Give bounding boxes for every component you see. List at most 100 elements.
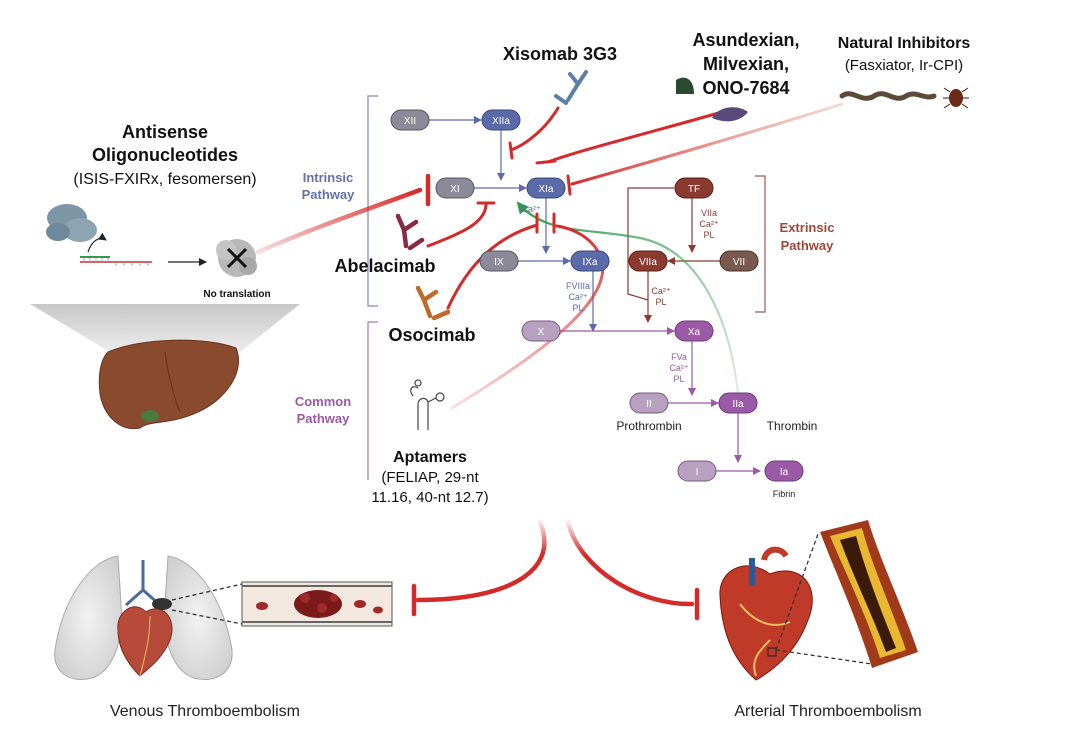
inhibition-lines: [255, 102, 844, 621]
cofactor-tf-viia-3: PL: [703, 230, 714, 240]
cofactor-viia-x-2: PL: [655, 297, 666, 307]
heart-icon: [719, 546, 813, 681]
no-translation-label: No translation: [203, 289, 270, 300]
factor-xii: XII: [390, 109, 430, 131]
cofactor-x-ii-1: FVa: [671, 352, 687, 362]
cofactor-x-ii-2: Ca²⁺: [669, 363, 689, 373]
osocimab-label: Osocimab: [388, 325, 475, 345]
svg-text:IXa: IXa: [582, 257, 597, 268]
factor-iia: IIa: [718, 392, 758, 414]
tick-icon: [943, 87, 969, 109]
venous-zoom-lines: [171, 583, 243, 625]
extrinsic-pathway-label-1: Extrinsic: [780, 220, 835, 235]
mrna-strand-icon: [80, 256, 152, 266]
svg-text:XI: XI: [450, 184, 459, 195]
arterial-zoom-lines: [775, 533, 873, 665]
xisomab-antibody-icon: [554, 70, 588, 105]
cofactor-ix-x-2: Ca²⁺: [568, 292, 588, 302]
cofactor-viia-x-1: Ca²⁺: [651, 286, 671, 296]
natural-inhibitors-sub: (Fasxiator, Ir-CPI): [845, 57, 963, 74]
intrinsic-bracket: [367, 95, 378, 307]
cascade-arrows: [429, 116, 761, 475]
arterial-label: Arterial Thromboembolism: [734, 703, 921, 720]
factor-tf: TF: [674, 177, 714, 199]
svg-text:XIa: XIa: [538, 184, 553, 195]
antisense-inhibition: [255, 187, 423, 255]
factor-ixa: IXa: [570, 250, 610, 272]
extrinsic-pathway-label-2: Pathway: [781, 238, 835, 253]
factor-xiia: XIIa: [481, 109, 521, 131]
artery-plaque-icon: [820, 520, 918, 668]
abelacimab-antibody-icon: [395, 213, 425, 251]
antisense-title-2: Oligonucleotides: [92, 145, 238, 165]
venous-inhibition: [415, 519, 547, 603]
arrow-tf-loop: [627, 187, 674, 301]
prothrombin-label: Prothrombin: [616, 419, 681, 433]
abelacimab-label: Abelacimab: [334, 256, 435, 276]
small-molecule-icon-purple: [712, 107, 748, 122]
factor-i: I: [677, 460, 717, 482]
thrombin-label: Thrombin: [767, 419, 818, 433]
liver-icon: [30, 304, 300, 430]
common-pathway-label-2: Pathway: [297, 411, 351, 426]
lungs-heart-icon: [54, 555, 233, 680]
antisense-binding-arrow: [87, 232, 107, 253]
svg-text:IX: IX: [494, 257, 504, 268]
factor-ia: Ia: [764, 460, 804, 482]
factor-xa: Xa: [674, 320, 714, 342]
arterial-inhibition: [565, 519, 695, 607]
asundexian-inhibition: [546, 110, 724, 164]
xisomab-label: Xisomab 3G3: [503, 44, 617, 64]
aptamers-sub-1: (FELIAP, 29-nt: [381, 469, 479, 486]
intrinsic-pathway-label-2: Pathway: [302, 187, 356, 202]
asundexian-label-1: Asundexian,: [692, 30, 799, 50]
vein-clot-icon: [241, 581, 393, 627]
aptamers-label: Aptamers: [393, 449, 467, 466]
aptamer-icon: [410, 379, 445, 430]
thrombin-feedback-arrow: [516, 201, 740, 395]
extrinsic-bracket: [755, 175, 766, 313]
factor-viia: VIIa: [628, 250, 668, 272]
aptamers-sub-2: 11.16, 40-nt 12.7): [371, 489, 488, 506]
snake-icon: [839, 91, 937, 101]
factor-x: X: [521, 320, 561, 342]
cofactor-ca-xia: Ca²⁺: [521, 204, 541, 214]
svg-text:II: II: [646, 399, 652, 410]
cofactor-ix-x-3: PL: [572, 303, 583, 313]
ribosome-icon: [46, 204, 97, 242]
svg-text:XII: XII: [404, 116, 416, 127]
svg-text:TF: TF: [688, 184, 700, 195]
factor-xia: XIa: [526, 177, 566, 199]
cofactor-tf-viia-1: VIIa: [701, 208, 717, 218]
xisomab-inhibition: [509, 106, 560, 152]
intrinsic-pathway-label-1: Intrinsic: [303, 170, 354, 185]
cofactor-x-ii-3: PL: [673, 374, 684, 384]
svg-text:Ia: Ia: [780, 467, 789, 478]
cofactor-ix-x-1: FVIIIa: [566, 281, 590, 291]
svg-text:X: X: [538, 327, 545, 338]
svg-text:Xa: Xa: [688, 327, 701, 338]
asundexian-label-2: Milvexian,: [703, 54, 789, 74]
small-molecule-icon-green: [676, 77, 694, 94]
factor-ii: II: [629, 392, 669, 414]
aptamer-inhibition: [450, 224, 605, 410]
natural-inhibitors-label: Natural Inhibitors: [838, 35, 971, 52]
common-bracket: [367, 321, 378, 480]
svg-text:IIa: IIa: [732, 399, 744, 410]
venous-label: Venous Thromboembolism: [110, 703, 300, 720]
common-pathway-label-1: Common: [295, 394, 351, 409]
svg-text:I: I: [696, 467, 699, 478]
svg-text:VII: VII: [733, 257, 745, 268]
factor-xi: XI: [435, 177, 475, 199]
fibrin-label: Fibrin: [773, 489, 796, 499]
antisense-sub: (ISIS-FXIRx, fesomersen): [73, 171, 256, 188]
osocimab-antibody-icon: [415, 285, 451, 321]
factor-vii: VII: [719, 250, 759, 272]
svg-text:XIIa: XIIa: [492, 116, 510, 127]
cofactor-tf-viia-2: Ca²⁺: [699, 219, 719, 229]
abelacimab-inhibition: [426, 203, 488, 248]
svg-text:VIIa: VIIa: [639, 257, 657, 268]
antisense-title-1: Antisense: [122, 122, 208, 142]
